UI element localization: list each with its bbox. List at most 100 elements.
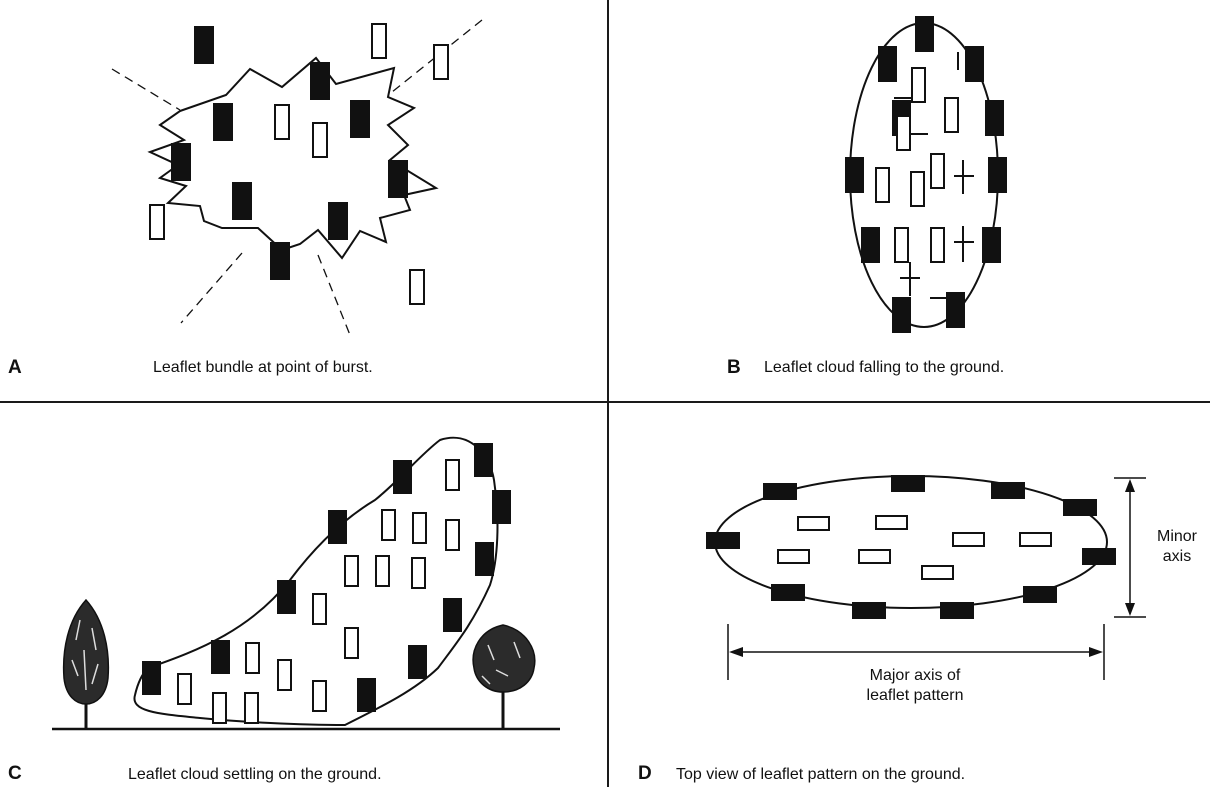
leaflet-filled: [982, 227, 1001, 263]
panel-b-falling-cloud-art: [845, 16, 1007, 333]
major-axis-label-line1: Major axis of: [869, 667, 961, 684]
leaflet-open: [409, 269, 425, 305]
panel-a-burst-art: [111, 19, 483, 336]
leaflet-filled: [878, 46, 897, 82]
minor-axis-dimension: [1114, 477, 1146, 618]
panel-d-top-view-art: [706, 475, 1146, 680]
leaflet-filled: [232, 182, 252, 220]
leaflet-filled: [891, 475, 925, 492]
leaflet-open: [274, 104, 290, 140]
leaflet-filled: [211, 640, 230, 674]
panel-d-letter: D: [638, 763, 652, 784]
tree-right: [472, 624, 536, 729]
burst-ray: [391, 19, 483, 93]
vertical-divider: [607, 0, 609, 787]
leaflet-filled: [892, 297, 911, 333]
leaflet-filled: [408, 645, 427, 679]
leaflet-filled: [350, 100, 370, 138]
leaflet-open: [858, 549, 891, 564]
minor-axis-label-line1: Minor: [1156, 528, 1197, 545]
leaflet-filled: [845, 157, 864, 193]
major-axis-dimension: [727, 624, 1105, 680]
leaflet-open: [381, 509, 396, 541]
leaflet-filled: [861, 227, 880, 263]
leaflet-filled: [771, 584, 805, 601]
leaflet-filled: [988, 157, 1007, 193]
tree-left: [62, 598, 110, 729]
panel-c-caption: Leaflet cloud settling on the ground.: [128, 766, 382, 783]
leaflet-open: [445, 459, 460, 491]
burst-ray: [317, 254, 351, 336]
panel-c-settling-cloud-art: [52, 436, 560, 731]
leaflet-filled: [328, 510, 347, 544]
leaflet-filled: [1082, 548, 1116, 565]
leaflet-filled: [357, 678, 376, 712]
leaflet-filled: [277, 580, 296, 614]
leaflet-open: [777, 549, 810, 564]
leaflet-open: [411, 557, 426, 589]
panel-a-caption: Leaflet bundle at point of burst.: [153, 359, 373, 376]
burst-ray: [180, 252, 243, 324]
leaflet-open: [930, 227, 945, 263]
leaflet-filled: [142, 661, 161, 695]
leaflet-open: [1019, 532, 1052, 547]
leaflet-open: [952, 532, 985, 547]
panel-d-caption: Top view of leaflet pattern on the groun…: [676, 766, 966, 783]
panel-a-letter: A: [8, 357, 22, 378]
leaflet-filled: [915, 16, 934, 52]
leaflet-open: [875, 515, 908, 530]
leaflet-open: [894, 227, 909, 263]
major-axis-label-line2: leaflet pattern: [866, 687, 964, 704]
leaflet-open: [930, 153, 945, 189]
horizontal-divider: [0, 401, 1210, 403]
leaflet-open: [896, 115, 911, 151]
leaflet-filled: [991, 482, 1025, 499]
leaflet-filled: [763, 483, 797, 500]
leaflet-filled: [852, 602, 886, 619]
major-axis-label: Major axis of leaflet pattern: [820, 666, 1010, 706]
leaflet-open: [371, 23, 387, 59]
leaflet-filled: [443, 598, 462, 632]
leaflet-open: [312, 593, 327, 625]
leaflet-open: [875, 167, 890, 203]
leaflet-open: [212, 692, 227, 724]
leaflet-open: [433, 44, 449, 80]
panel-b-caption: Leaflet cloud falling to the ground.: [764, 359, 1005, 376]
leaflet-filled: [393, 460, 412, 494]
leaflet-open: [244, 692, 259, 724]
leaflet-filled: [388, 160, 408, 198]
leaflet-open: [245, 642, 260, 674]
leaflet-filled: [194, 26, 214, 64]
leaflet-open: [911, 67, 926, 103]
leaflet-filled: [213, 103, 233, 141]
leaflet-filled: [1063, 499, 1097, 516]
leaflet-open: [312, 680, 327, 712]
leaflet-open: [797, 516, 830, 531]
leaflet-filled: [474, 443, 493, 477]
leaflet-open: [910, 171, 925, 207]
leaflet-open: [344, 627, 359, 659]
leaflet-filled: [328, 202, 348, 240]
leaflet-filled: [1023, 586, 1057, 603]
leaflet-filled: [940, 602, 974, 619]
leaflet-filled: [965, 46, 984, 82]
leaflet-filled: [492, 490, 511, 524]
minor-axis-label: Minor axis: [1148, 527, 1206, 567]
leaflet-filled: [946, 292, 965, 328]
leaflet-open: [921, 565, 954, 580]
leaflet-open: [944, 97, 959, 133]
panel-b-letter: B: [727, 357, 741, 378]
minor-axis-label-line2: axis: [1162, 548, 1192, 565]
leaflet-filled: [985, 100, 1004, 136]
settling-cloud-outline: [133, 436, 499, 727]
leaflet-open: [277, 659, 292, 691]
leaflet-filled: [475, 542, 494, 576]
leaflet-open: [149, 204, 165, 240]
leaflet-open: [412, 512, 427, 544]
leaflet-open: [177, 673, 192, 705]
panel-c-letter: C: [8, 763, 22, 784]
leaflet-filled: [171, 143, 191, 181]
leaflet-open: [375, 555, 390, 587]
burst-outline: [147, 56, 439, 260]
